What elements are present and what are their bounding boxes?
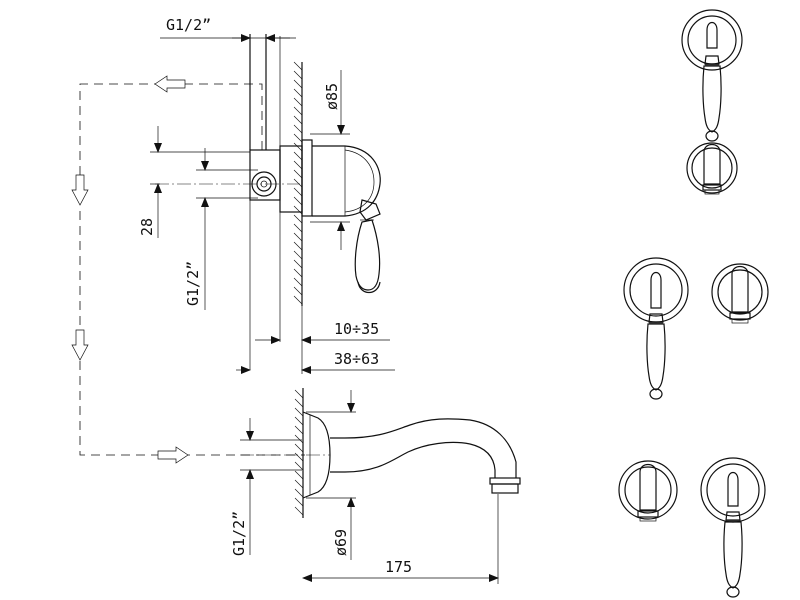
hatch-line [293, 268, 303, 278]
hatch-line [293, 115, 303, 125]
hatch-line [293, 187, 303, 197]
hatch-line [293, 142, 303, 152]
hatch-line [293, 97, 303, 107]
hatch-line [293, 88, 303, 98]
dimension-label-plate-diameter: ø85 [323, 83, 341, 110]
hatch-line [293, 277, 303, 287]
hatch-line [294, 434, 304, 444]
spout-side-view [240, 388, 521, 584]
hatch-line [293, 70, 303, 80]
hatch-line [293, 241, 303, 251]
hatch-line [294, 461, 304, 471]
flow-arrow-icon [154, 75, 186, 93]
hatch-line [294, 488, 304, 498]
dimension-label-spout-length: 175 [385, 558, 412, 576]
hatch-line [294, 389, 304, 399]
dimension-label-spout-thread: G1/2” [230, 511, 248, 556]
hatch-line [293, 160, 303, 170]
hatch-line [293, 151, 303, 161]
hatch-line [293, 286, 303, 296]
hatch-line [294, 479, 304, 489]
hatch-line [293, 214, 303, 224]
hatch-line [293, 223, 303, 233]
dimension-label-spout-plate-diameter: ø69 [332, 529, 350, 556]
front-view-large-rosette [681, 9, 743, 142]
dimension-label-centre-offset: 28 [138, 218, 156, 236]
flow-arrow-icon [71, 174, 89, 206]
front-view-pair-large [623, 257, 689, 400]
dimension-label-top-thread: G1/2” [166, 16, 211, 34]
hatch-line [294, 398, 304, 408]
hatch-line [293, 205, 303, 215]
flow-arrow-icon [157, 446, 189, 464]
dimension-label-side-thread: G1/2” [184, 261, 202, 306]
mixer-side-view [150, 34, 395, 374]
dimension-label-depth-long: 38÷63 [334, 350, 379, 368]
hatch-line [293, 133, 303, 143]
hatch-line [294, 407, 304, 417]
hatch-line [293, 178, 303, 188]
hatch-line [294, 452, 304, 462]
hatch-line [294, 497, 304, 507]
hatch-line [294, 425, 304, 435]
hatch-line [293, 196, 303, 206]
hatch-line [293, 295, 303, 305]
hatch-line [294, 470, 304, 480]
hatch-line [293, 124, 303, 134]
hatch-line [293, 250, 303, 260]
front-view-small-rosette [686, 142, 738, 195]
front-view-bottom-small [618, 460, 678, 522]
flow-connection [71, 75, 305, 464]
hatch-line [294, 416, 304, 426]
dimension-label-depth-short: 10÷35 [334, 320, 379, 338]
hatch-line [293, 232, 303, 242]
hatch-line [293, 106, 303, 116]
hatch-line [294, 506, 304, 516]
front-view-pair-small [711, 263, 769, 324]
hatch-line [293, 79, 303, 89]
hatch-line [294, 443, 304, 453]
front-view-bottom-large [700, 457, 766, 598]
hatch-line [293, 61, 303, 71]
hatch-line [293, 169, 303, 179]
flow-arrow-icon [71, 329, 89, 361]
hatch-line [293, 259, 303, 269]
